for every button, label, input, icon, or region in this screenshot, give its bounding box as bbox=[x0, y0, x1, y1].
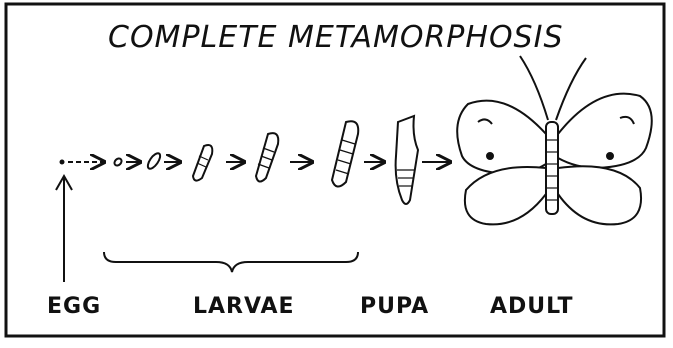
pupa-drawing bbox=[394, 114, 420, 205]
egg-pointer-arrowhead bbox=[55, 173, 73, 191]
label-pupa: PUPA bbox=[360, 294, 430, 319]
label-larvae: LARVAE bbox=[193, 294, 295, 319]
larvae-group bbox=[113, 120, 360, 188]
butterfly-drawing bbox=[456, 55, 653, 226]
butterfly-body bbox=[545, 121, 559, 215]
label-egg: EGG bbox=[47, 294, 102, 319]
diagram-title: COMPLETE METAMORPHOSIS bbox=[108, 20, 564, 55]
larva-4 bbox=[254, 132, 280, 183]
antenna-left bbox=[519, 55, 549, 121]
diagram-border bbox=[4, 2, 666, 338]
antenna-right bbox=[555, 57, 587, 121]
wing-upper-right bbox=[557, 92, 653, 170]
larva-3 bbox=[191, 144, 214, 182]
larva-1 bbox=[113, 157, 123, 167]
egg-dot bbox=[59, 159, 65, 165]
label-adult: ADULT bbox=[490, 294, 574, 319]
wing-lower-right bbox=[557, 165, 642, 226]
wing-upper-left bbox=[456, 99, 547, 176]
larva-2 bbox=[146, 152, 162, 170]
larva-5 bbox=[330, 120, 360, 188]
larvae-brace bbox=[103, 251, 359, 273]
wing-lower-left bbox=[464, 165, 547, 226]
